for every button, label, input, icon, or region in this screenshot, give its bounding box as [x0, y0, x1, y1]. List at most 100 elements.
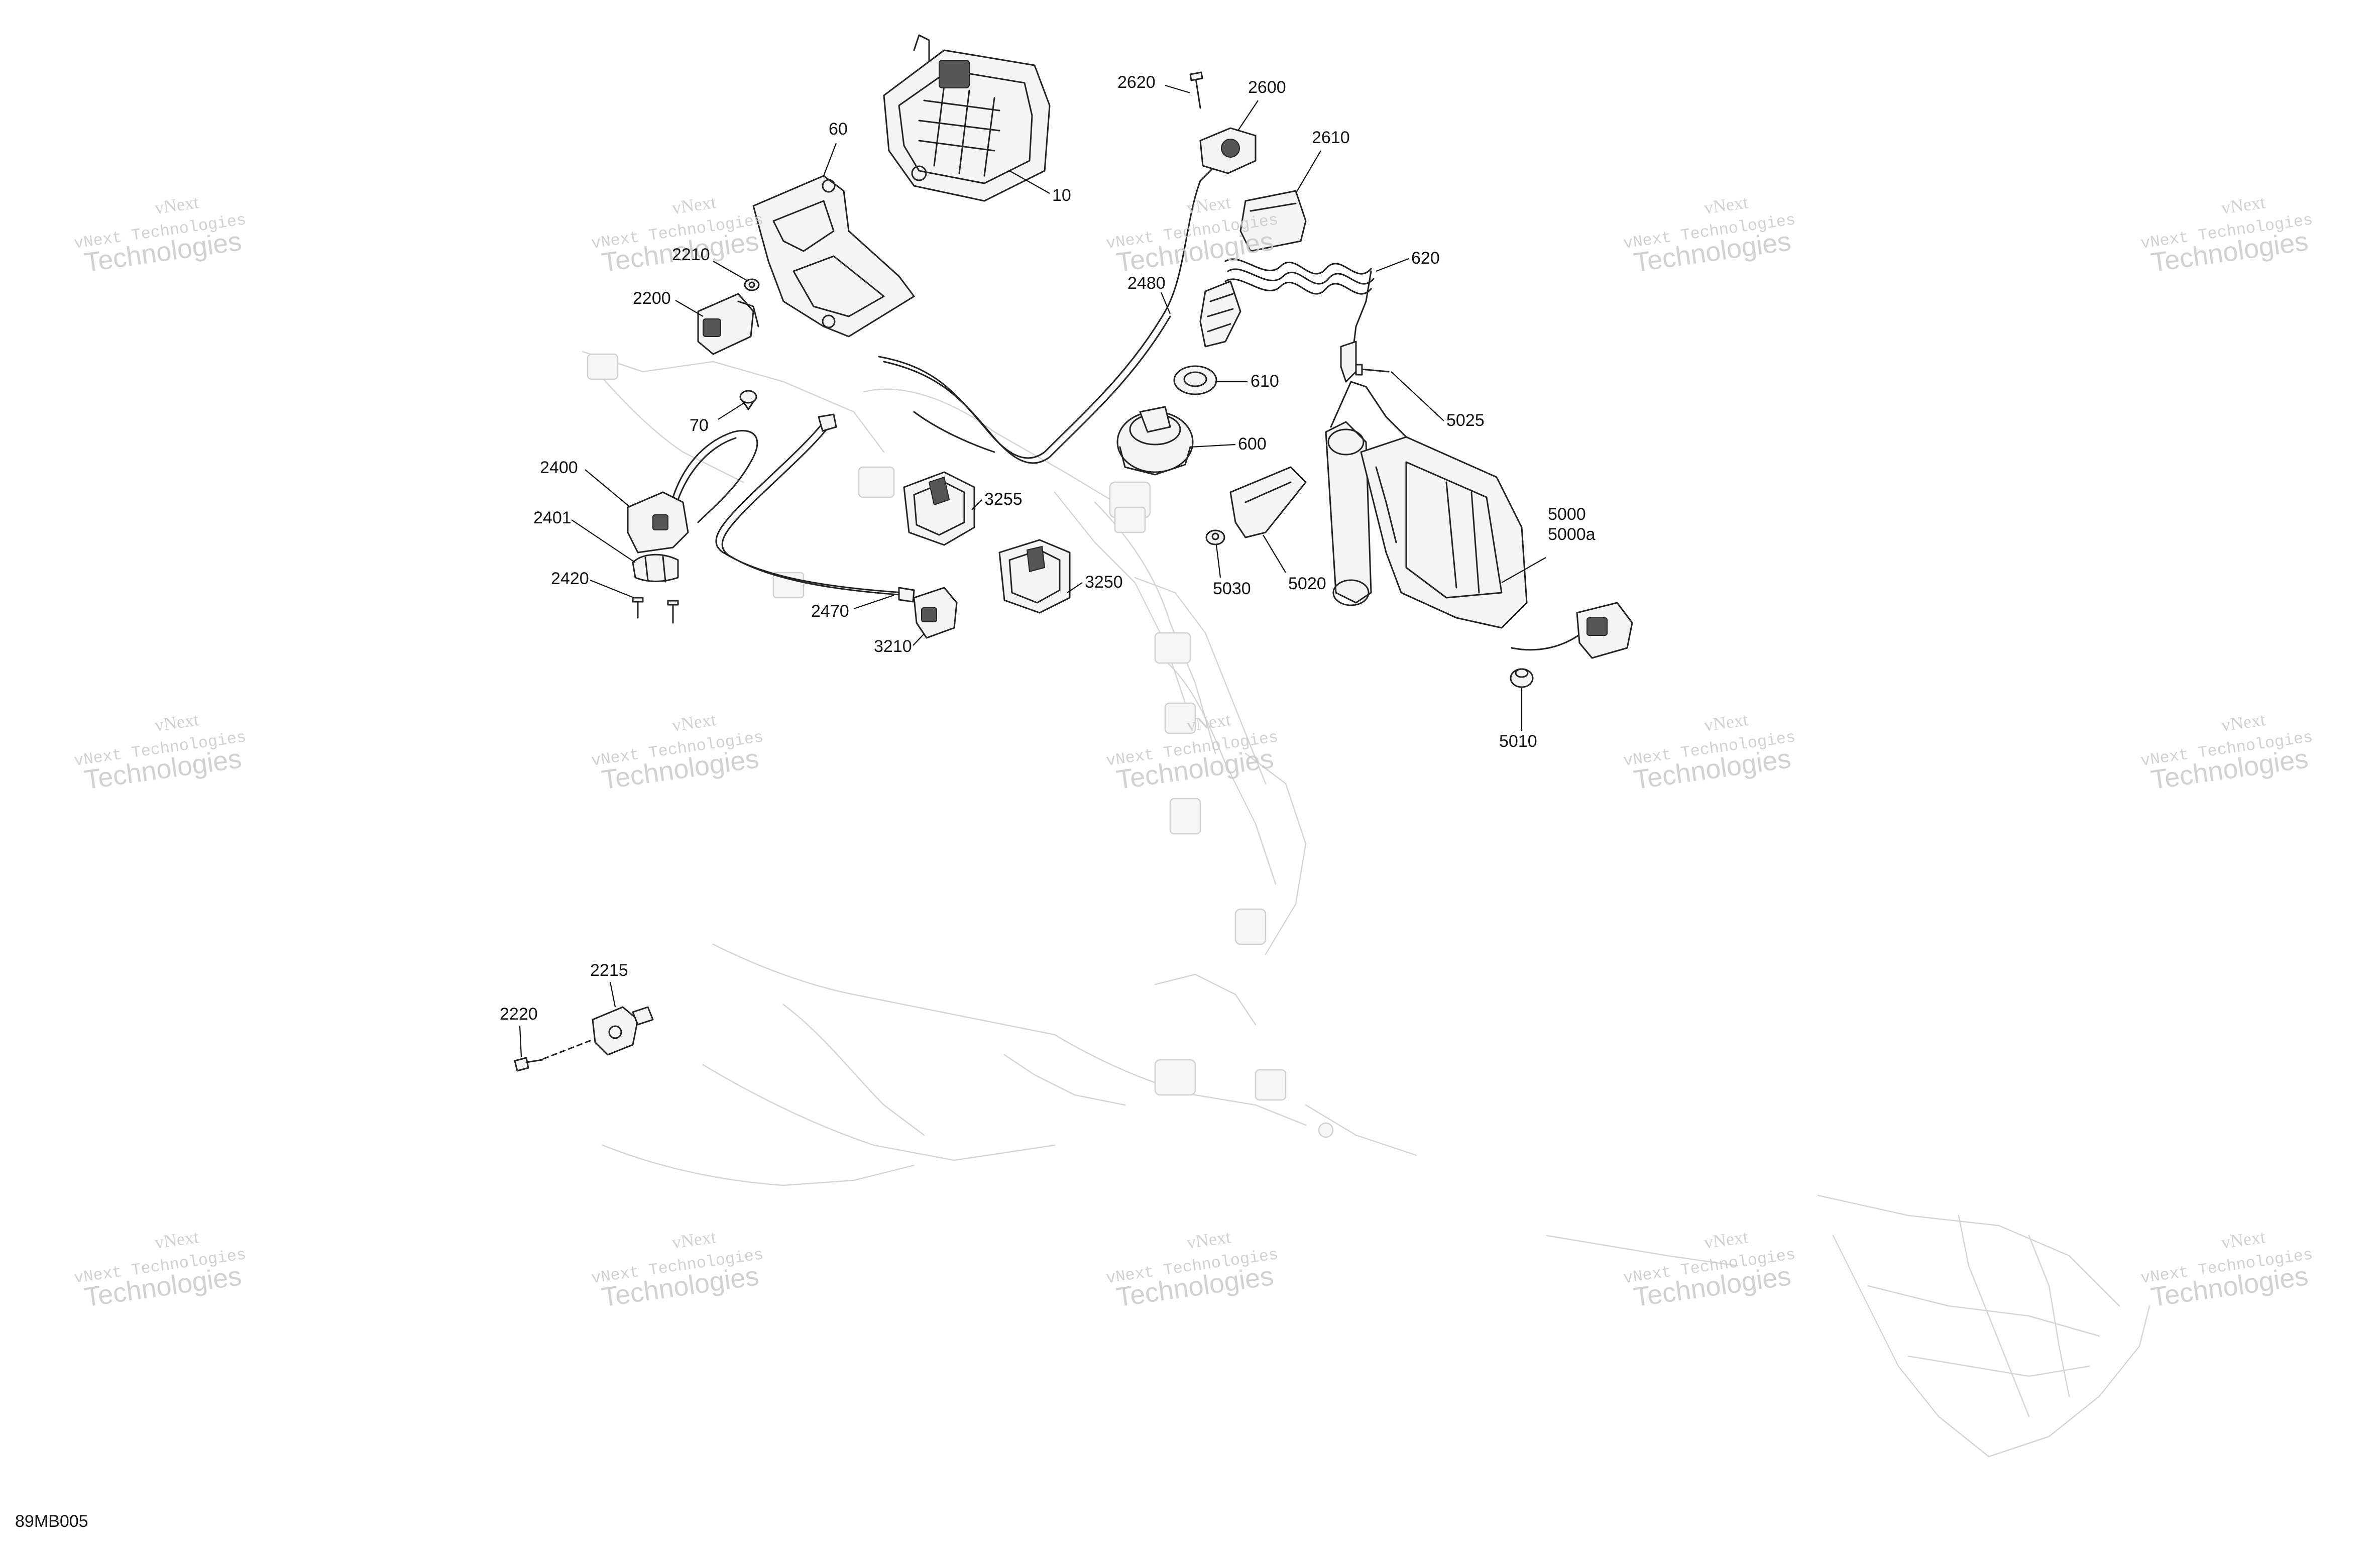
- callout-label-3210: 3210: [874, 637, 912, 656]
- bolt-2620: [1189, 71, 1203, 109]
- callout-620: 620: [1376, 249, 1440, 272]
- sensor-2215: [592, 1006, 654, 1056]
- leader-line-2620: [1165, 84, 1191, 94]
- watermark-word: vNext: [670, 192, 717, 218]
- leader-line-600: [1190, 444, 1236, 448]
- leader-line-2420: [590, 579, 634, 599]
- callout-2401: 2401: [533, 508, 636, 563]
- callout-label-620: 620: [1411, 249, 1440, 268]
- callout-label-3255: 3255: [984, 490, 1023, 509]
- callout-5020: 5020: [1263, 534, 1326, 593]
- coil-cord-620: [1224, 258, 1375, 383]
- callout-2470: 2470: [811, 594, 894, 621]
- callout-2210: 2210: [672, 245, 749, 282]
- callout-label-2220: 2220: [500, 1005, 538, 1024]
- callout-600: 600: [1190, 434, 1267, 454]
- leader-line-2480: [1160, 292, 1171, 314]
- watermark-word: vNext: [153, 709, 200, 735]
- ecu-module-5000: [1325, 381, 1528, 629]
- callout-5030: 5030: [1213, 544, 1251, 598]
- sensor-2200: [697, 293, 759, 355]
- callout-2220: 2220: [500, 1005, 538, 1057]
- callout-2610: 2610: [1295, 128, 1350, 194]
- callout-2215: 2215: [590, 961, 628, 1008]
- switch-housing-2401: [632, 554, 679, 583]
- callout-label-2480: 2480: [1127, 274, 1166, 293]
- watermark-word: vNext: [2220, 1227, 2266, 1253]
- leader-line-2200: [675, 300, 704, 317]
- grommet-5010: [1510, 668, 1534, 688]
- callout-label-2600: 2600: [1248, 78, 1286, 97]
- fuse-box-part: [883, 34, 1051, 202]
- rocker-switch-3250: [998, 539, 1071, 614]
- ghost-vehicle-frame: [582, 351, 2150, 1458]
- bolt-5025: [1355, 364, 1390, 376]
- handlebar-switch-2400: [627, 491, 689, 554]
- callout-label-5020: 5020: [1288, 574, 1326, 593]
- callout-3250: 3250: [1067, 573, 1123, 593]
- leader-line-5025: [1391, 371, 1444, 421]
- connector-harness: [1199, 280, 1241, 348]
- callout-3210: 3210: [874, 633, 925, 656]
- callout-label-2610: 2610: [1312, 128, 1350, 147]
- watermark-word: vNext: [2220, 709, 2266, 735]
- leader-line-2470: [853, 594, 894, 610]
- plate-5020: [1229, 466, 1307, 538]
- callout-3255: 3255: [971, 490, 1023, 510]
- callout-610: 610: [1215, 372, 1279, 391]
- relay-2610: [1239, 190, 1307, 252]
- callout-label-2420: 2420: [551, 569, 589, 588]
- callout-10: 10: [1009, 170, 1071, 205]
- callout-2400: 2400: [540, 458, 631, 508]
- callout-label-2215: 2215: [590, 961, 628, 980]
- parts-line-art: [514, 34, 1633, 1072]
- callout-label-2401: 2401: [533, 508, 572, 527]
- leader-line-5030: [1215, 544, 1221, 578]
- callout-5000: 5000: [1501, 505, 1586, 583]
- bracket-part: [752, 175, 915, 338]
- callout-5000a: 5000a: [1548, 525, 1596, 544]
- callout-label-2210: 2210: [672, 245, 710, 264]
- leader-line-3255: [971, 499, 982, 510]
- leader-line-70: [718, 401, 746, 420]
- leader-line-2400: [585, 469, 631, 508]
- nut-5030: [1205, 529, 1225, 545]
- callout-label-5000a: 5000a: [1548, 525, 1596, 544]
- switch-wire-loop: [672, 429, 758, 523]
- watermark-word: vNext: [670, 709, 717, 735]
- leader-line-2210: [713, 261, 749, 282]
- leader-line-2220: [519, 1025, 522, 1057]
- watermark-word: vNext: [1185, 1227, 1232, 1253]
- leader-line-60: [823, 143, 837, 176]
- watermark-word: vNext: [153, 1227, 200, 1253]
- callout-2200: 2200: [633, 289, 704, 317]
- callout-label-5030: 5030: [1213, 579, 1251, 598]
- callout-60: 60: [823, 120, 848, 176]
- leader-line-2215: [609, 981, 616, 1008]
- watermark-word: vNext: [1703, 192, 1749, 218]
- key-switch-600: [1116, 406, 1194, 476]
- callout-2620: 2620: [1117, 73, 1191, 94]
- callout-5025: 5025: [1391, 371, 1485, 430]
- connector-3210: [913, 587, 958, 639]
- callout-label-5000: 5000: [1548, 505, 1586, 524]
- callout-label-5025: 5025: [1446, 411, 1485, 430]
- watermark-word: vNext: [1703, 709, 1749, 735]
- rocker-switch-3255: [903, 471, 975, 546]
- ecu-connector: [1511, 602, 1633, 659]
- leader-line-2401: [571, 519, 636, 563]
- nut-2210: [744, 278, 760, 291]
